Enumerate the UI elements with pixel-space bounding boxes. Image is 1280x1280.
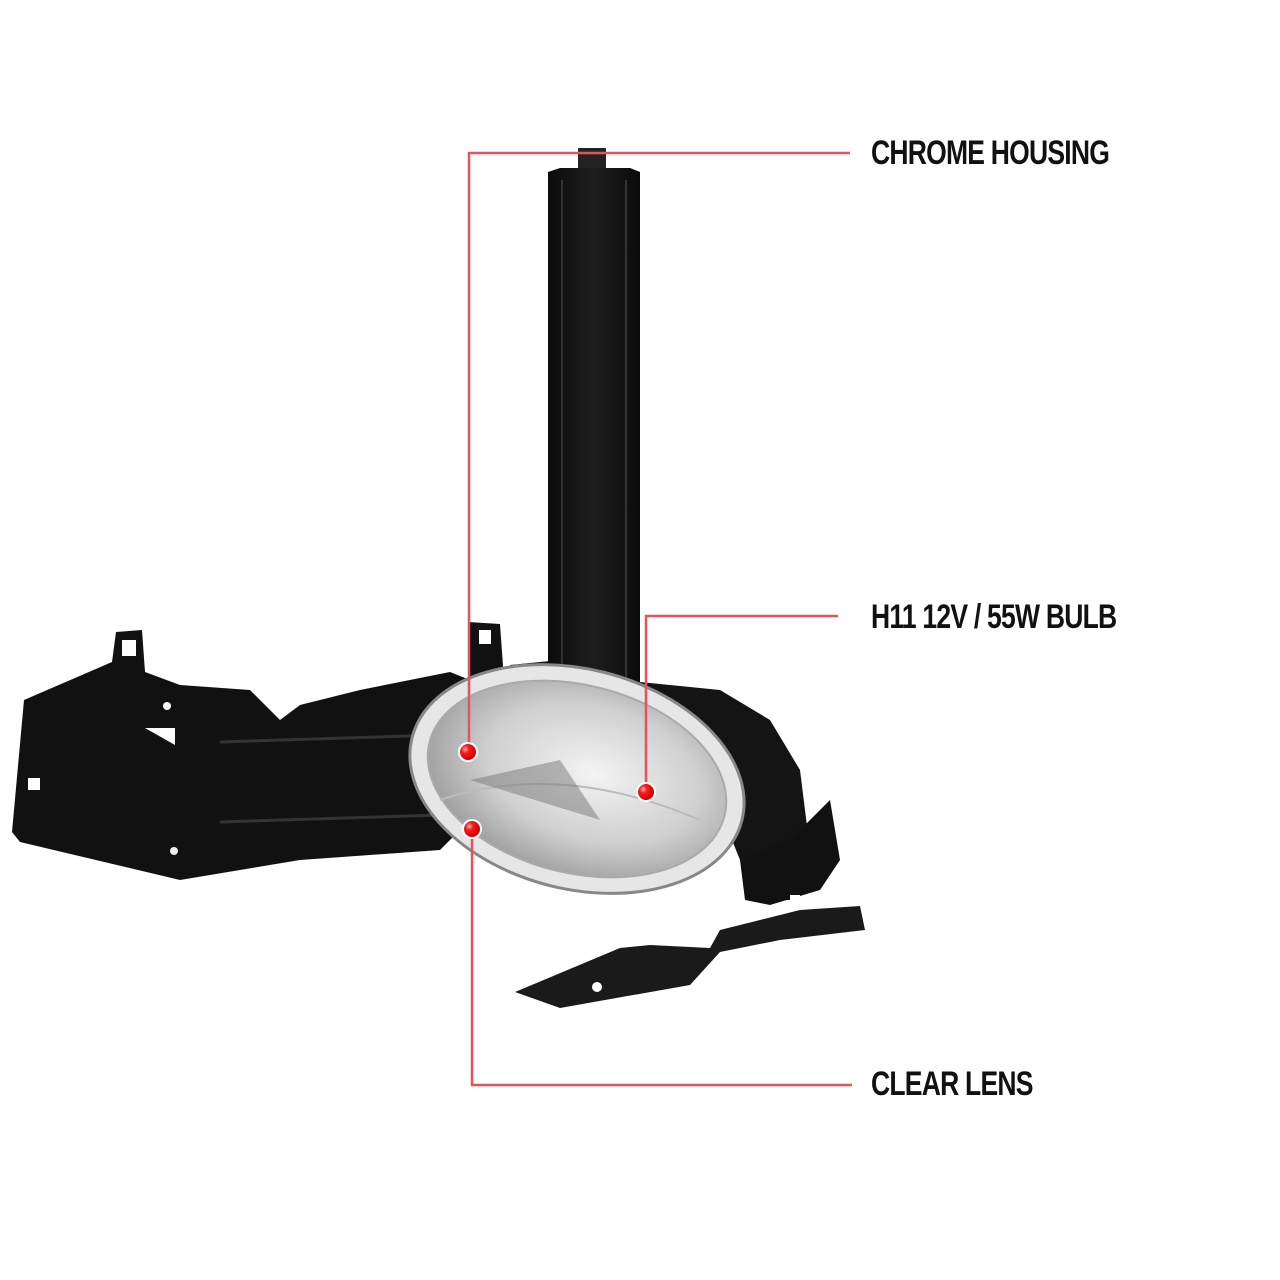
callout-dot-bulb	[636, 782, 656, 802]
clear-lens-assembly	[408, 663, 746, 895]
mounting-bracket-lower	[515, 800, 865, 1008]
callout-dot-chrome-housing	[458, 742, 478, 762]
callout-line-bulb	[644, 614, 838, 790]
callout-label-bulb: H11 12V / 55W BULB	[871, 598, 1117, 636]
callout-label-chrome-housing: CHROME HOUSING	[871, 134, 1110, 172]
mounting-bracket-left	[12, 630, 470, 880]
callout-line-clear-lens	[470, 832, 852, 1087]
callout-line-chrome-housing	[467, 151, 850, 750]
vertical-housing-post	[548, 148, 640, 700]
callout-lines	[467, 151, 852, 1087]
callout-dot-clear-lens	[462, 819, 482, 839]
callout-label-clear-lens: CLEAR LENS	[871, 1065, 1033, 1103]
callout-dots	[458, 742, 656, 839]
